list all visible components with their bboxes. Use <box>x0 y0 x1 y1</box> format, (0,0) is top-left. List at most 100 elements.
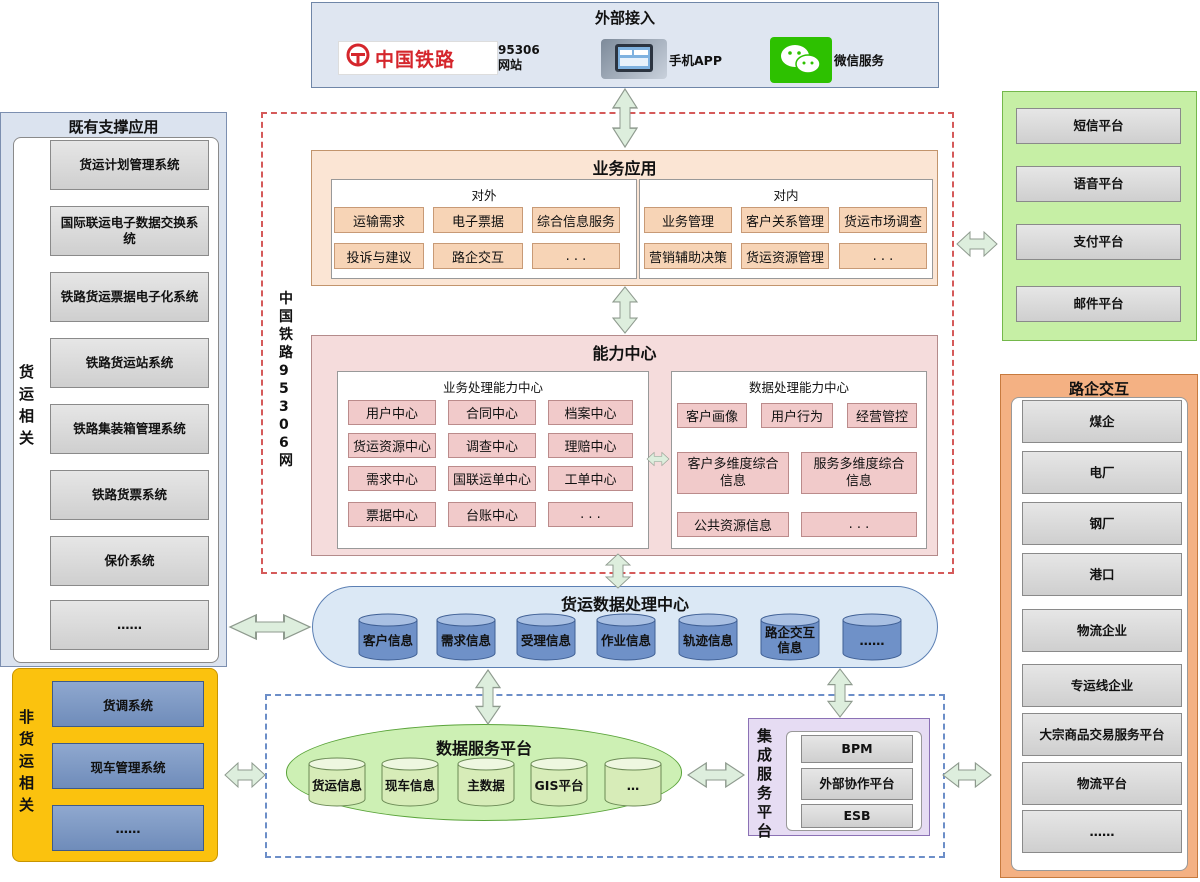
enterprise-item[interactable]: …… <box>1022 810 1182 853</box>
database-cylinder[interactable]: …… <box>842 613 902 661</box>
non-freight-item[interactable]: 货调系统 <box>52 681 204 727</box>
support-item[interactable]: 铁路集装箱管理系统 <box>50 404 209 454</box>
database-cylinder-label: 轨迹信息 <box>682 632 733 648</box>
capability-item[interactable]: . . . <box>548 502 633 527</box>
support-item[interactable]: …… <box>50 600 209 650</box>
database-cylinder[interactable]: 现车信息 <box>381 757 439 807</box>
support-item[interactable]: 铁路货运票据电子化系统 <box>50 272 209 322</box>
service-item[interactable]: 短信平台 <box>1016 108 1181 144</box>
app-item[interactable]: 路企交互 <box>433 243 523 269</box>
enterprise-item[interactable]: 物流平台 <box>1022 762 1182 805</box>
enterprise-item[interactable]: 电厂 <box>1022 451 1182 494</box>
railway-site-label[interactable]: 95306 网站 <box>498 43 540 73</box>
app-item[interactable]: 货运资源管理 <box>741 243 829 269</box>
freight-related-label: 货运相关 <box>19 363 35 447</box>
existing-support-title: 既有支撑应用 <box>68 118 159 136</box>
capability-item[interactable]: 用户中心 <box>348 400 436 425</box>
capability-item[interactable]: 调查中心 <box>448 433 536 458</box>
support-item[interactable]: 保价系统 <box>50 536 209 586</box>
non-freight-item[interactable]: …… <box>52 805 204 851</box>
freight-data-center-title: 货运数据处理中心 <box>560 595 689 614</box>
support-item[interactable]: 铁路货运站系统 <box>50 338 209 388</box>
app-item[interactable]: 营销辅助决策 <box>644 243 732 269</box>
database-cylinder-label: …… <box>859 632 885 648</box>
service-item[interactable]: 支付平台 <box>1016 224 1181 260</box>
railway-logo[interactable]: 中国铁路 <box>338 41 498 75</box>
railway-logo-text: 中国铁路 <box>375 48 456 71</box>
service-item[interactable]: 语音平台 <box>1016 166 1181 202</box>
database-cylinder[interactable]: GIS平台 <box>530 757 588 807</box>
railway-logo-icon <box>345 43 371 73</box>
wechat-label[interactable]: 微信服务 <box>834 53 885 68</box>
phone-app-label[interactable]: 手机APP <box>669 53 722 68</box>
capability-item[interactable]: 用户行为 <box>761 403 833 428</box>
data-capability-title: 数据处理能力中心 <box>748 380 849 395</box>
database-cylinder[interactable]: 轨迹信息 <box>678 613 738 661</box>
capability-item[interactable]: 台账中心 <box>448 502 536 527</box>
integration-item[interactable]: BPM <box>801 735 913 763</box>
non-freight-label: 非货运相关 <box>19 708 35 814</box>
capability-item[interactable]: 国联运单中心 <box>448 466 536 491</box>
business-capability-title: 业务处理能力中心 <box>442 380 543 395</box>
support-item[interactable]: 铁路货票系统 <box>50 470 209 520</box>
capability-center-title: 能力中心 <box>592 344 657 363</box>
database-cylinder[interactable]: 作业信息 <box>596 613 656 661</box>
capability-item[interactable]: 货运资源中心 <box>348 433 436 458</box>
capability-item[interactable]: 票据中心 <box>348 502 436 527</box>
database-cylinder-label: GIS平台 <box>534 777 584 793</box>
support-item[interactable]: 国际联运电子数据交换系统 <box>50 206 209 256</box>
business-apps-panel: 业务应用 对外 对内 <box>311 150 938 286</box>
enterprise-item[interactable]: 物流企业 <box>1022 609 1182 652</box>
capability-item[interactable]: 客户多维度综合信息 <box>677 452 789 494</box>
app-item[interactable]: 运输需求 <box>334 207 424 233</box>
database-cylinder[interactable]: 客户信息 <box>358 613 418 661</box>
app-item[interactable]: 业务管理 <box>644 207 732 233</box>
app-item[interactable]: 货运市场调查 <box>839 207 927 233</box>
external-apps-title: 对外 <box>471 188 497 203</box>
database-cylinder-label: 受理信息 <box>520 632 571 648</box>
capability-item[interactable]: 档案中心 <box>548 400 633 425</box>
database-cylinder-label: … <box>626 777 640 793</box>
capability-item[interactable]: 理赔中心 <box>548 433 633 458</box>
integration-item[interactable]: ESB <box>801 804 913 828</box>
app-item[interactable]: 综合信息服务 <box>532 207 620 233</box>
enterprise-item[interactable]: 专运线企业 <box>1022 664 1182 707</box>
capability-item[interactable]: 客户画像 <box>677 403 747 428</box>
non-freight-item[interactable]: 现车管理系统 <box>52 743 204 789</box>
wechat-icon[interactable] <box>770 37 832 83</box>
database-cylinder[interactable]: … <box>604 757 662 807</box>
capability-item[interactable]: 公共资源信息 <box>677 512 789 537</box>
enterprise-item[interactable]: 港口 <box>1022 553 1182 596</box>
capability-item[interactable]: 经营管控 <box>847 403 917 428</box>
app-item[interactable]: 客户关系管理 <box>741 207 829 233</box>
railway-site-word: 网站 <box>498 58 523 72</box>
database-cylinder[interactable]: 受理信息 <box>516 613 576 661</box>
capability-item[interactable]: . . . <box>801 512 917 537</box>
integration-item[interactable]: 外部协作平台 <box>801 768 913 800</box>
support-item[interactable]: 货运计划管理系统 <box>50 140 209 190</box>
capability-item[interactable]: 合同中心 <box>448 400 536 425</box>
database-cylinder[interactable]: 主数据 <box>457 757 515 807</box>
database-cylinder[interactable]: 货运信息 <box>308 757 366 807</box>
enterprise-item[interactable]: 大宗商品交易服务平台 <box>1022 713 1182 756</box>
capability-item[interactable]: 工单中心 <box>548 466 633 491</box>
database-cylinder[interactable]: 路企交互信息 <box>760 613 820 661</box>
database-cylinder-label: 货运信息 <box>312 777 363 793</box>
app-item[interactable]: . . . <box>839 243 927 269</box>
service-item[interactable]: 邮件平台 <box>1016 286 1181 322</box>
enterprise-item[interactable]: 煤企 <box>1022 400 1182 443</box>
app-item[interactable]: . . . <box>532 243 620 269</box>
phone-app-icon[interactable] <box>601 39 667 79</box>
arrow-support-datacenter <box>229 614 311 640</box>
arrow-integration-enterprise <box>942 762 992 788</box>
internal-apps-title: 对内 <box>773 188 799 203</box>
database-cylinder[interactable]: 需求信息 <box>436 613 496 661</box>
database-cylinder-label: 现车信息 <box>385 777 436 793</box>
capability-item[interactable]: 需求中心 <box>348 466 436 491</box>
database-cylinder-label: 主数据 <box>467 777 505 793</box>
capability-item[interactable]: 服务多维度综合信息 <box>801 452 917 494</box>
road-enterprise-title: 路企交互 <box>1068 380 1129 398</box>
app-item[interactable]: 投诉与建议 <box>334 243 424 269</box>
app-item[interactable]: 电子票据 <box>433 207 523 233</box>
enterprise-item[interactable]: 钢厂 <box>1022 502 1182 545</box>
